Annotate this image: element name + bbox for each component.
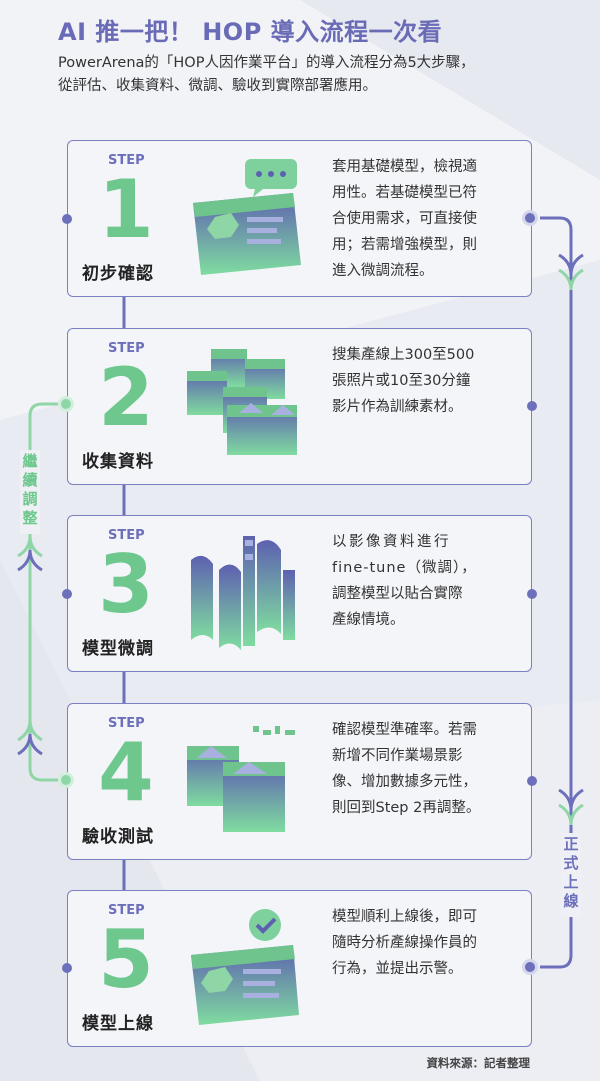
page-title: AI 推一把！ HOP 導入流程一次看 <box>58 18 443 46</box>
step-description: 模型順利上線後，即可隨時分析產線操作員的行為，並提出示警。 <box>332 909 477 977</box>
flow-node-loop-start <box>58 772 74 788</box>
card-edge-dot <box>527 776 537 786</box>
step-name: 模型微調 <box>82 639 154 659</box>
continue-adjust-label: 繼 續 調 整 <box>22 452 38 527</box>
card-edge-dot <box>527 401 537 411</box>
step-number: 2 <box>98 351 154 444</box>
card-edge-dot <box>527 589 537 599</box>
step-card-5: STEP 5 模型上線 模型順利上線後，即可隨時分析產線操作員的行為，並提出示警… <box>67 890 532 1047</box>
step-number: 3 <box>98 538 154 631</box>
flow-node-end <box>522 959 538 975</box>
photo-stack-icon <box>187 349 297 455</box>
images-edit-icon <box>187 726 295 832</box>
approved-hexagon-card-icon <box>191 909 299 1025</box>
card-edge-dot <box>62 214 72 224</box>
step-name: 初步確認 <box>82 264 154 284</box>
source-note: 資料來源：記者整理 <box>426 1056 531 1070</box>
go-live-label: 正 式 上 線 <box>563 835 579 910</box>
card-edge-dot <box>62 589 72 599</box>
step-name: 收集資料 <box>82 452 154 472</box>
film-strip-icon <box>191 536 295 650</box>
card-edge-dot <box>62 963 72 973</box>
step-label: STEP <box>108 341 145 356</box>
step-card-1: STEP 1 初步確認 套用基礎模型，檢視適用性。若基礎模型已符合使用需求，可直… <box>67 140 532 297</box>
step-label: STEP <box>108 903 145 918</box>
step-label: STEP <box>108 528 145 543</box>
step-description: 確認模型準確率。若需新增不同作業場景影像、增加數據多元性，則回到Step 2再調… <box>332 722 481 816</box>
subtitle-line: PowerArena的「HOP人因作業平台」的導入流程分為5大步驟， <box>58 55 475 71</box>
step-description: 套用基礎模型，檢視適用性。若基礎模型已符合使用需求，可直接使用；若需增強模型，則… <box>332 159 477 279</box>
subtitle-line: 從評估、收集資料、微調、驗收到實際部署應用。 <box>58 78 377 94</box>
step-number: 4 <box>98 726 154 819</box>
flow-node-start <box>522 210 538 226</box>
flow-node-loop-end <box>58 396 74 412</box>
step-name: 驗收測試 <box>82 827 154 847</box>
step-label: STEP <box>108 716 145 731</box>
step-number: 1 <box>98 163 154 256</box>
step-name: 模型上線 <box>82 1014 154 1034</box>
chat-bubble-hexagon-card-icon <box>193 159 301 275</box>
page-subtitle: PowerArena的「HOP人因作業平台」的導入流程分為5大步驟， 從評估、收… <box>58 52 558 98</box>
step-number: 5 <box>98 913 154 1006</box>
step-card-4: STEP 4 驗收測試 確認模型準確率。若需新增不同作業場景影像、增加數據多元性… <box>67 703 532 860</box>
step-label: STEP <box>108 153 145 168</box>
